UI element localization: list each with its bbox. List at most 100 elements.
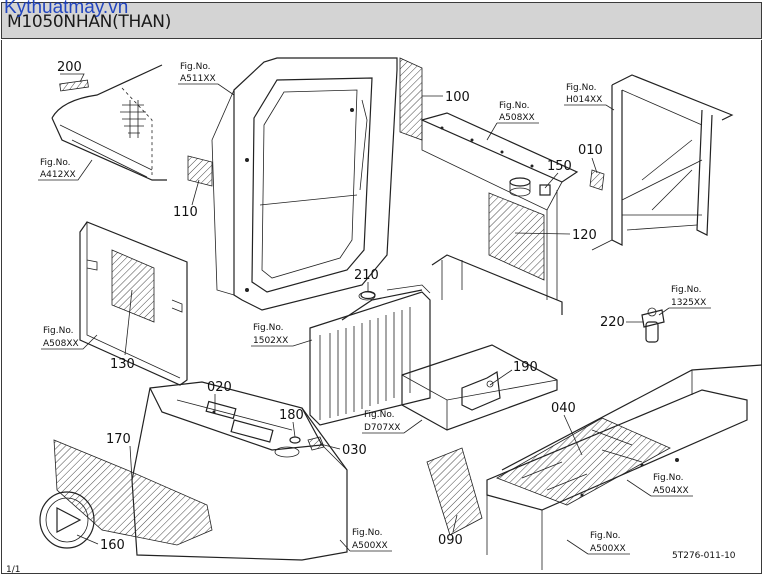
svg-text:Fig.No.: Fig.No. <box>352 528 383 538</box>
part-010-panel <box>589 169 605 191</box>
svg-text:160: 160 <box>100 538 125 553</box>
svg-text:Fig.No.: Fig.No. <box>43 326 74 336</box>
right-frame-h014 <box>591 74 734 251</box>
callout-220: 220 <box>600 315 644 330</box>
fig-ref-d707: Fig.No. D707XX <box>362 410 423 434</box>
cab-frame <box>211 57 398 311</box>
svg-text:Fig.No.: Fig.No. <box>499 101 530 111</box>
part-210-cap <box>360 290 376 300</box>
callout-160: 160 <box>76 534 125 553</box>
part-110-panel <box>187 155 213 187</box>
callout-110: 110 <box>173 179 200 220</box>
svg-text:180: 180 <box>279 408 304 423</box>
side-panel-a508 <box>79 221 188 386</box>
svg-text:1325XX: 1325XX <box>671 298 706 308</box>
part-190-plate <box>461 371 501 411</box>
svg-text:Fig.No.: Fig.No. <box>671 285 702 295</box>
callout-130: 130 <box>110 289 135 372</box>
part-120-panel <box>488 192 545 281</box>
callout-020: 020 <box>207 380 232 411</box>
bracket-d707 <box>401 344 558 431</box>
part-150-cylinder <box>509 177 551 197</box>
title-bar: M1050NHAN(THAN) <box>1 2 762 39</box>
grille-pattern <box>120 100 146 138</box>
callout-210: 210 <box>354 268 379 292</box>
svg-text:A500XX: A500XX <box>352 541 388 551</box>
svg-text:150: 150 <box>547 159 572 174</box>
svg-text:210: 210 <box>354 268 379 283</box>
callout-040: 040 <box>551 401 583 456</box>
part-a412-frame <box>51 64 167 181</box>
upper-frame-a508 <box>420 112 579 315</box>
svg-text:120: 120 <box>572 228 597 243</box>
callout-150: 150 <box>544 159 572 189</box>
part-040-mat <box>496 417 671 506</box>
callout-200: 200 <box>57 60 85 83</box>
svg-text:Fig.No.: Fig.No. <box>364 410 395 420</box>
floor-a504 <box>486 364 763 570</box>
svg-text:A511XX: A511XX <box>180 74 216 84</box>
site-watermark: Kythuatmay.vn <box>4 0 129 18</box>
svg-text:040: 040 <box>551 401 576 416</box>
radiator-1502 <box>309 284 431 426</box>
callout-010: 010 <box>578 143 603 174</box>
svg-text:A508XX: A508XX <box>43 339 79 349</box>
svg-text:A500XX: A500XX <box>590 544 626 554</box>
fig-ref-a412: Fig.No. A412XX <box>38 158 93 181</box>
svg-text:220: 220 <box>600 315 625 330</box>
drawing-code: 5T276-011-10 <box>672 551 736 561</box>
svg-text:010: 010 <box>578 143 603 158</box>
part-100-panel <box>399 57 423 141</box>
callout-180: 180 <box>279 408 304 438</box>
svg-text:H014XX: H014XX <box>566 95 602 105</box>
fig-ref-h014: Fig.No. H014XX <box>564 83 615 111</box>
svg-text:200: 200 <box>57 60 82 75</box>
callout-030: 030 <box>319 443 367 458</box>
parts-diagram: 200 100 110 150 010 120 <box>6 57 763 575</box>
svg-text:110: 110 <box>173 205 198 220</box>
part-170-grille <box>53 439 213 546</box>
svg-text:Fig.No.: Fig.No. <box>566 83 597 93</box>
fig-ref-a500-right: Fig.No. A500XX <box>566 531 630 555</box>
svg-text:Fig.No.: Fig.No. <box>590 531 621 541</box>
svg-text:020: 020 <box>207 380 232 395</box>
callout-100: 100 <box>422 90 470 105</box>
svg-text:090: 090 <box>438 533 463 548</box>
fig-ref-a511: Fig.No. A511XX <box>178 62 235 96</box>
svg-text:Fig.No.: Fig.No. <box>180 62 211 72</box>
svg-text:030: 030 <box>342 443 367 458</box>
part-130-panel <box>111 249 155 323</box>
svg-text:Fig.No.: Fig.No. <box>253 323 284 333</box>
svg-text:100: 100 <box>445 90 470 105</box>
svg-text:Fig.No.: Fig.No. <box>40 158 71 168</box>
svg-text:170: 170 <box>106 432 131 447</box>
diagram-title: M1050NHAN(THAN) <box>7 12 172 32</box>
fig-ref-1325: Fig.No. 1325XX <box>658 285 711 316</box>
fig-ref-a508-left: Fig.No. A508XX <box>41 326 98 350</box>
svg-text:A508XX: A508XX <box>499 113 535 123</box>
svg-text:A412XX: A412XX <box>40 170 76 180</box>
fig-ref-a508-top: Fig.No. A508XX <box>486 101 539 141</box>
footer-code: 1/1 <box>6 565 20 574</box>
part-180-cap <box>289 436 301 444</box>
svg-text:130: 130 <box>110 357 135 372</box>
part-090-panel <box>426 447 483 536</box>
svg-text:190: 190 <box>513 360 538 375</box>
callout-090: 090 <box>438 514 463 548</box>
callout-120: 120 <box>514 228 597 243</box>
part-220-filter <box>641 307 665 343</box>
part-030-plate <box>307 436 325 451</box>
callout-190: 190 <box>489 360 538 386</box>
drawing-area: 200 100 110 150 010 120 <box>1 40 763 575</box>
svg-text:1502XX: 1502XX <box>253 336 288 346</box>
svg-text:D707XX: D707XX <box>364 423 400 433</box>
svg-text:Fig.No.: Fig.No. <box>653 473 684 483</box>
callout-170: 170 <box>106 432 133 481</box>
svg-text:A504XX: A504XX <box>653 486 689 496</box>
fig-ref-a504: Fig.No. A504XX <box>626 473 693 497</box>
fig-ref-a500-left: Fig.No. A500XX <box>339 528 392 552</box>
part-200-strip <box>59 79 89 92</box>
fig-ref-1502: Fig.No. 1502XX <box>251 323 313 347</box>
part-160-emblem <box>39 491 95 549</box>
